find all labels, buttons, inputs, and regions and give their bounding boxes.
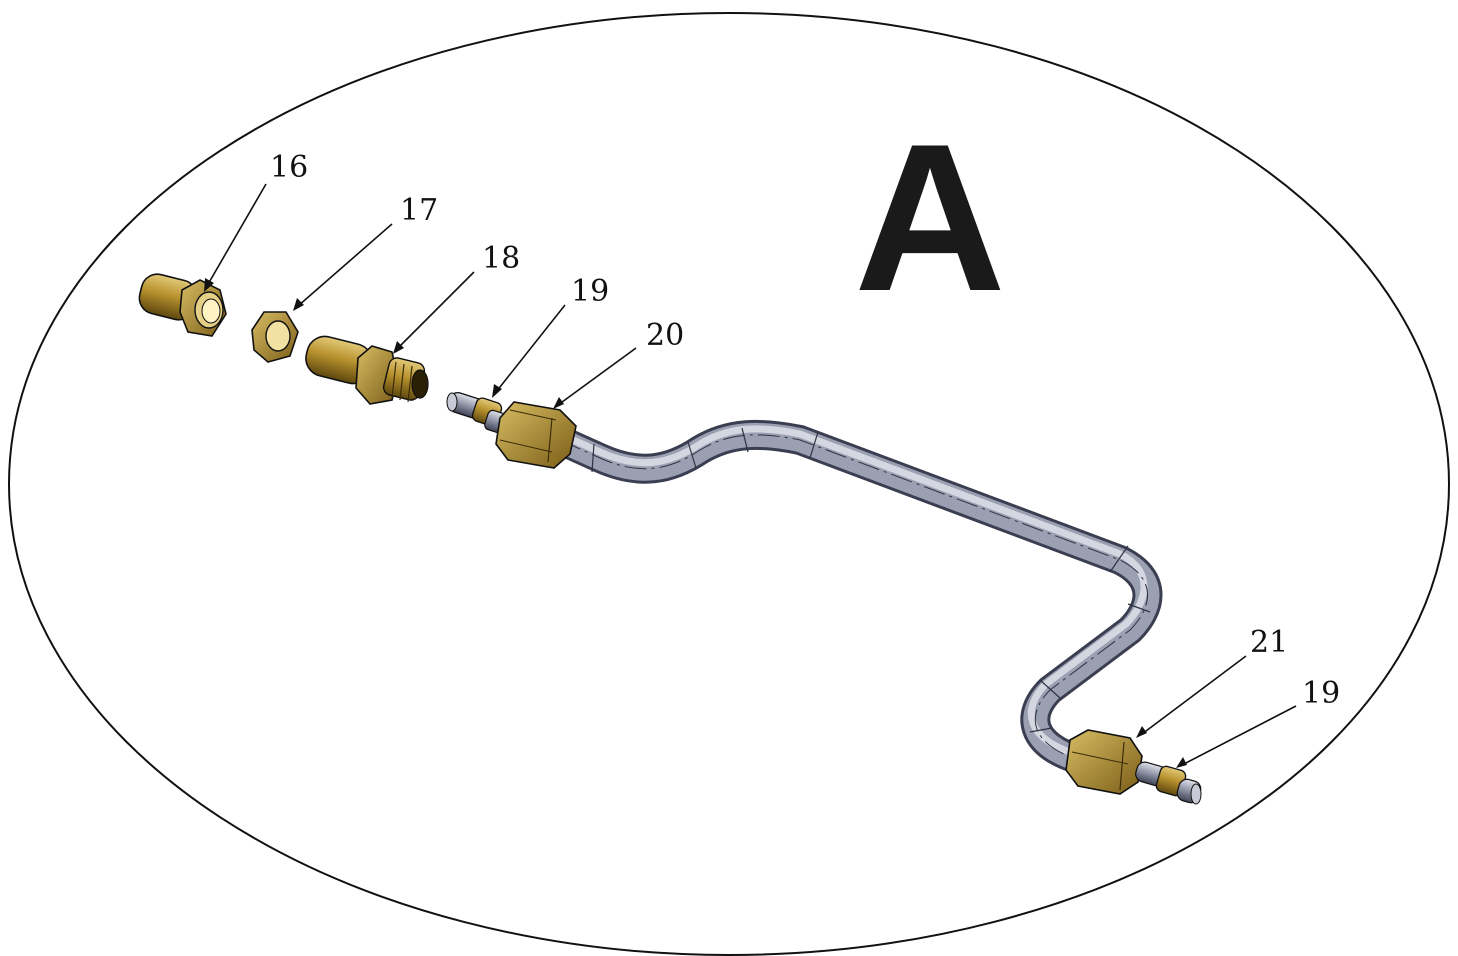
leader-19b: [1181, 705, 1297, 766]
part-16-hex-bushing: [138, 273, 227, 337]
leader-18: [396, 271, 475, 350]
callout-17: 17: [400, 193, 438, 228]
leader-19a: [495, 304, 566, 393]
detail-view-border: [8, 12, 1450, 956]
leader-lines: [204, 183, 1297, 768]
leader-16: [206, 183, 267, 287]
callout-19a: 19: [571, 274, 609, 309]
callout-18: 18: [482, 241, 520, 276]
arrowhead-19a: [492, 384, 502, 398]
part-17-hex-nut: [251, 311, 299, 363]
arrowhead-21: [1136, 726, 1147, 738]
part-19-ferrule-right: [1135, 761, 1202, 805]
callout-19b: 19: [1302, 676, 1340, 711]
part-18-adapter-fitting: [305, 335, 429, 405]
arrowhead-18: [393, 341, 404, 354]
leader-21: [1141, 655, 1247, 735]
arrowhead-20: [553, 397, 564, 409]
leader-20: [557, 347, 637, 406]
arrowhead-17: [293, 298, 304, 311]
part-20-union-nut: [495, 401, 577, 469]
callout-20: 20: [646, 318, 684, 353]
callout-21: 21: [1250, 625, 1288, 660]
view-label: A: [854, 100, 1006, 335]
callout-labels: 16 17 18 19 20 21 19: [270, 150, 1340, 711]
arrowhead-16: [204, 278, 214, 292]
pipe: [545, 419, 1163, 775]
callout-16: 16: [270, 150, 308, 185]
part-21-union-nut: [1065, 729, 1143, 795]
arrowhead-19b: [1176, 757, 1187, 768]
leader-17: [297, 223, 393, 307]
